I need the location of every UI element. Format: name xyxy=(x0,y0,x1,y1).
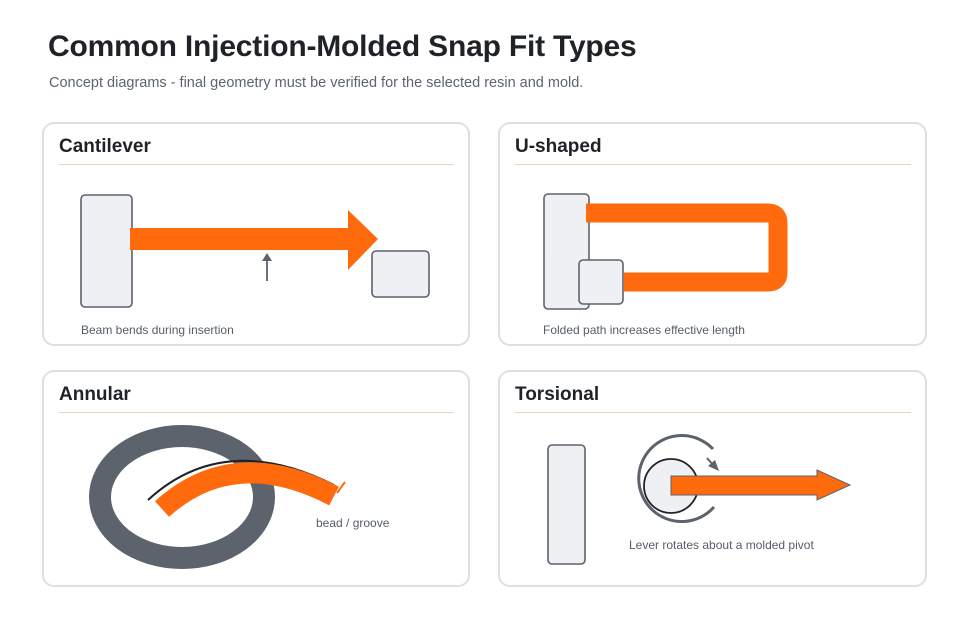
cantilever-title: Cantilever xyxy=(59,136,151,157)
torsional-diagram: Lever rotates about a molded pivot xyxy=(547,434,852,565)
annular-caption: bead / groove xyxy=(316,516,390,530)
cantilever-title-rule xyxy=(59,164,454,165)
cantilever-mating-part xyxy=(371,250,430,298)
u-shaped-beam xyxy=(586,203,788,292)
annular-diagram: bead / groove xyxy=(89,425,390,569)
page-title: Common Injection-Molded Snap Fit Types xyxy=(48,30,637,63)
insertion-force-arrowhead xyxy=(262,253,272,261)
rotation-arrowhead xyxy=(708,460,719,471)
page-subtitle: Concept diagrams - final geometry must b… xyxy=(49,75,584,91)
annular-title: Annular xyxy=(59,384,131,405)
u-shaped-diagram: Folded path increases effective length xyxy=(543,193,788,337)
bead-pointer-tick xyxy=(336,481,346,494)
cantilever-caption: Beam bends during insertion xyxy=(81,323,234,337)
torsional-caption: Lever rotates about a molded pivot xyxy=(629,538,814,552)
rotation-arc xyxy=(637,434,716,524)
annular-card: bead / groove Annular xyxy=(42,370,470,587)
cantilever-diagram: Beam bends during insertion xyxy=(80,194,430,337)
cantilever-beam-arrow xyxy=(130,210,378,270)
annular-outer-ring xyxy=(89,425,275,569)
torsional-card: Lever rotates about a molded pivot Torsi… xyxy=(498,370,927,587)
torsional-lever-arrow xyxy=(670,469,852,501)
u-shaped-catch-part xyxy=(578,259,624,305)
torsional-title-rule xyxy=(515,412,911,413)
torsional-base-part xyxy=(547,444,586,565)
u-shaped-card: Folded path increases effective length U… xyxy=(498,122,927,346)
annular-bead-groove xyxy=(154,462,339,517)
u-shaped-title-rule xyxy=(515,164,911,165)
u-shaped-base-part xyxy=(543,193,590,310)
cantilever-base-part xyxy=(80,194,133,308)
u-shaped-title: U-shaped xyxy=(515,136,602,157)
annular-title-rule xyxy=(59,412,454,413)
u-shaped-caption: Folded path increases effective length xyxy=(543,323,745,337)
cantilever-card: Beam bends during insertion Cantilever xyxy=(42,122,470,346)
torsional-title: Torsional xyxy=(515,384,600,405)
